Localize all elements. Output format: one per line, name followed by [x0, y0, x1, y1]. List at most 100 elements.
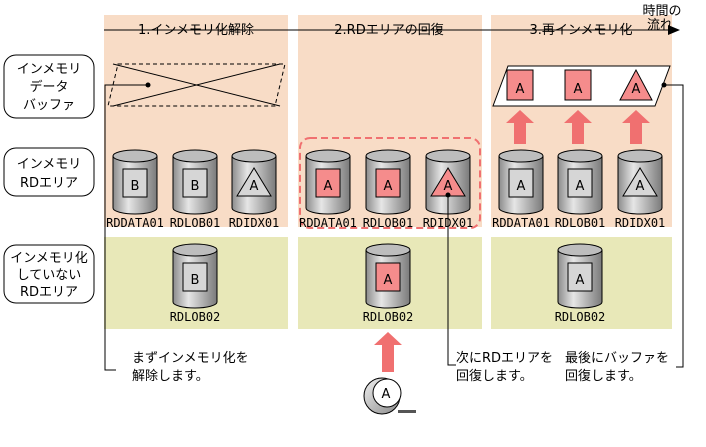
phase-title-1: 1.インメモリ化解除 — [138, 23, 254, 38]
row-label-noninmem-line3: RDエリア — [20, 285, 78, 300]
data-square — [567, 262, 593, 292]
time-flow-arrow — [104, 25, 680, 35]
rd-area-name: RDDATA01 — [492, 216, 550, 230]
callout-dot-3 — [661, 82, 667, 88]
row-label-buffer-line3: バッファ — [23, 98, 75, 113]
row-label-inmem-area: インメモリ RDエリア — [3, 147, 95, 197]
cylinder-letter: A — [576, 179, 585, 194]
up-arrow-1 — [506, 110, 534, 144]
rd-area-name: RDLOB02 — [170, 310, 221, 324]
inmem-area-p3-rdlob01: A RDLOB01 — [555, 149, 606, 230]
data-square — [375, 168, 401, 198]
rd-area-name: RDIDX01 — [229, 216, 280, 230]
data-square — [182, 262, 208, 292]
up-arrow-3 — [622, 110, 650, 144]
cylinder-letter: A — [636, 179, 645, 194]
data-square — [375, 262, 401, 292]
cylinder-top — [557, 149, 603, 163]
rd-area-name: RDLOB01 — [170, 216, 221, 230]
row-label-inmem-line1: インメモリ — [17, 157, 82, 172]
recovery-highlight — [299, 137, 481, 229]
rd-area-name: RDLOB02 — [555, 310, 606, 324]
cylinder-top — [365, 243, 411, 257]
phase-title-3: 3.再インメモリ化 — [529, 23, 632, 38]
data-square — [508, 168, 534, 198]
cylinder-top — [365, 149, 411, 163]
row-label-noninmem-area: インメモリ化 していない RDエリア — [3, 244, 95, 304]
row-label-buffer-line2: データ — [29, 79, 68, 95]
cylinder-letter: A — [250, 179, 259, 194]
inmem-area-p2-rdlob01: A RDLOB01 — [363, 149, 414, 230]
index-triangle — [236, 167, 272, 197]
rd-area-name: RDLOB02 — [363, 310, 414, 324]
rd-area-name: RDDATA01 — [299, 216, 357, 230]
cylinder-letter: B — [131, 179, 140, 194]
rd-area-name: RDLOB01 — [555, 216, 606, 230]
up-arrow-2 — [564, 110, 592, 144]
inmem-area-p1-rdlob01: B RDLOB01 — [170, 149, 221, 230]
note-3-line2: 回復します。 — [565, 368, 642, 384]
buffer-item-letter: A — [632, 82, 641, 97]
row-label-noninmem-line1: インメモリ化 — [10, 251, 88, 266]
cleared-buffer — [107, 63, 286, 107]
cylinder-top — [112, 149, 158, 163]
upward-arrows — [374, 110, 650, 372]
row-label-buffer: インメモリ データ バッファ — [3, 54, 95, 119]
inmem-area-p1-rddata01: B RDDATA01 — [106, 149, 164, 230]
rd-area-name: RDIDX01 — [615, 216, 666, 230]
row-label-inmem-line2: RDエリア — [20, 176, 78, 191]
data-square — [315, 168, 341, 198]
buffer-item-2: A — [564, 69, 592, 101]
non-inmem-area-p1: B RDLOB02 — [170, 243, 221, 324]
non-inmem-area-p2: A RDLOB02 — [363, 243, 414, 324]
inmem-area-p2-rddata01: A RDDATA01 — [299, 149, 357, 230]
rd-area-name: RDLOB01 — [363, 216, 414, 230]
inmem-area-p1-rdidx01: A RDIDX01 — [229, 149, 280, 230]
cylinder-letter: B — [191, 273, 200, 288]
data-square — [567, 168, 593, 198]
cylinder-letter: B — [191, 179, 200, 194]
callouts — [104, 84, 684, 371]
note-1-line2: 解除します。 — [132, 369, 209, 384]
cylinder-top — [425, 149, 471, 163]
row-label-noninmem-line2: していない — [17, 268, 82, 283]
cylinder-letter: A — [384, 273, 393, 288]
callout-dot-1 — [145, 82, 151, 88]
buffer-item-3: A — [619, 68, 653, 101]
cylinder-top — [172, 243, 218, 257]
backup-tape: A — [363, 377, 416, 415]
data-square — [182, 168, 208, 198]
buffer-item-1: A — [506, 69, 534, 101]
phase-title-2: 2.RDエリアの回復 — [334, 22, 443, 38]
cylinder-top — [617, 149, 663, 163]
cylinder-top — [498, 149, 544, 163]
rd-area-cylinders: BRDDATA01BRDLOB01ARDIDX01ARDDATA01ARDLOB… — [106, 149, 666, 324]
inmem-area-p3-rddata01: A RDDATA01 — [492, 149, 550, 230]
buffer-item-letter: A — [516, 82, 525, 97]
cylinder-letter: A — [384, 179, 393, 194]
cylinder-letter: A — [444, 179, 453, 194]
cylinder-letter: A — [517, 179, 526, 194]
cylinder-top — [172, 149, 218, 163]
time-flow-label-2: 流れ — [647, 18, 673, 33]
callout-dot-2 — [445, 192, 451, 198]
time-flow-label-1: 時間の — [642, 4, 681, 19]
tape-letter: A — [382, 387, 391, 402]
cylinder-top — [305, 149, 351, 163]
note-2-line1: 次にRDエリアを — [456, 350, 553, 366]
note-2-line2: 回復します。 — [456, 368, 533, 384]
index-triangle — [622, 167, 658, 197]
cylinder-letter: A — [324, 179, 333, 194]
cylinder-top — [231, 149, 277, 163]
note-1-line1: まずインメモリ化を — [132, 351, 249, 366]
buffer-item-letter: A — [574, 82, 583, 97]
note-3-line1: 最後にバッファを — [565, 351, 669, 366]
cylinder-top — [557, 243, 603, 257]
restore-arrow — [374, 332, 402, 372]
inmem-area-p3-rdidx01: A RDIDX01 — [615, 149, 666, 230]
rd-area-name: RDDATA01 — [106, 216, 164, 230]
row-label-buffer-line1: インメモリ — [17, 62, 82, 77]
